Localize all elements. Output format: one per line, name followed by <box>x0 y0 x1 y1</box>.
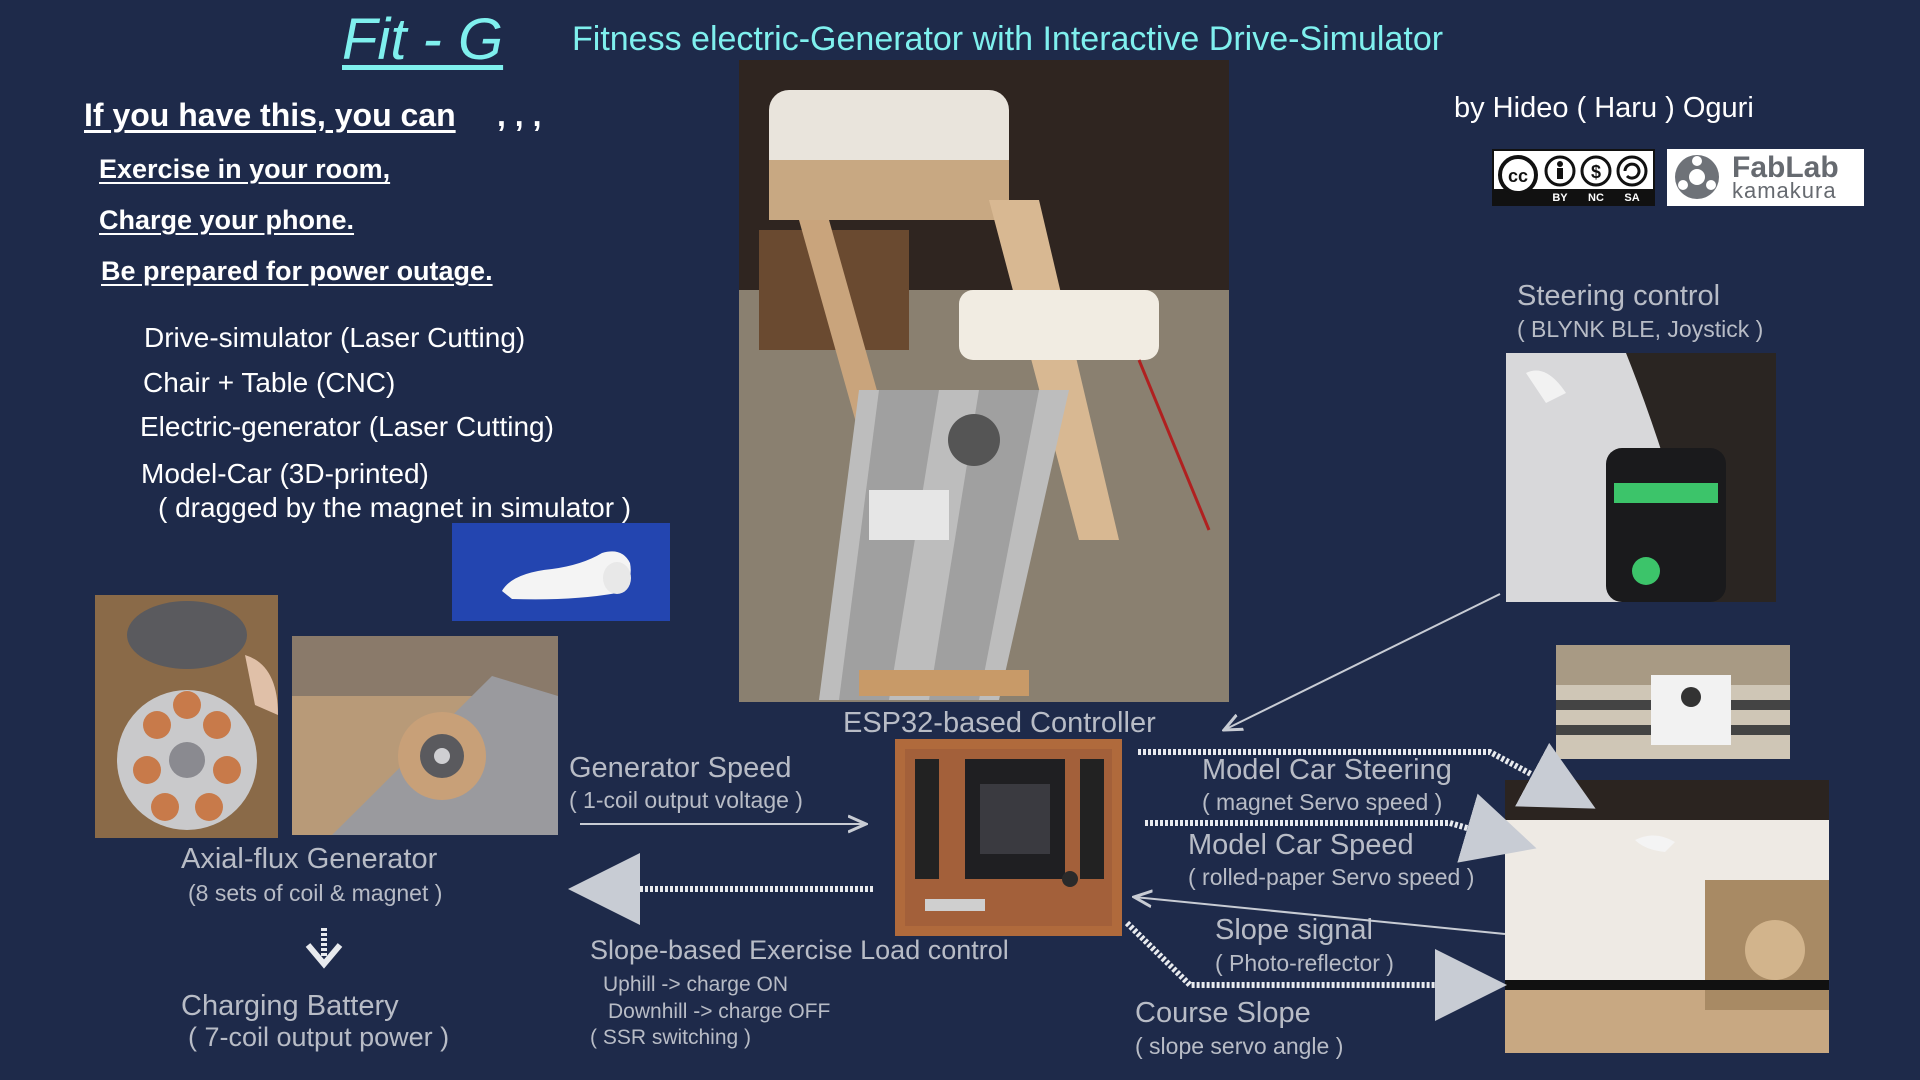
cc-term-by: BY <box>1552 192 1568 204</box>
cc-license-icon: cc $ BY NC SA <box>1494 151 1653 204</box>
model-car-steering-sub: ( magnet Servo speed ) <box>1202 789 1443 815</box>
downhill-rule: Downhill -> charge OFF <box>608 1000 831 1023</box>
drive-simulator-photo <box>1505 780 1829 1053</box>
ssr-switching-note: ( SSR switching ) <box>590 1026 752 1049</box>
author-credit: by Hideo ( Haru ) Oguri <box>1454 92 1754 124</box>
generator-speed-sub: ( 1-coil output voltage ) <box>569 787 803 813</box>
fablab-name: FabLab <box>1732 151 1839 184</box>
cc-license-badge[interactable]: cc $ BY NC SA <box>1492 149 1655 206</box>
bullet-charge: Charge your phone. <box>99 205 355 235</box>
course-slope-sub: ( slope servo angle ) <box>1135 1033 1344 1059</box>
fablab-logo-icon <box>1675 155 1719 199</box>
controller-label: ESP32-based Controller <box>843 707 1156 739</box>
cc-term-sa: SA <box>1624 192 1639 204</box>
bullet-outage: Be prepared for power outage. <box>101 256 493 286</box>
simulator-closeup-photo <box>1556 645 1790 759</box>
steering-control-title: Steering control <box>1517 280 1721 312</box>
steering-control-subtitle: ( BLYNK BLE, Joystick ) <box>1517 316 1764 342</box>
slope-signal-sub: ( Photo-reflector ) <box>1215 950 1394 976</box>
model-car-speed-title: Model Car Speed <box>1188 829 1414 861</box>
fablab-location: kamakura <box>1732 178 1837 203</box>
course-slope-title: Course Slope <box>1135 997 1311 1029</box>
model-car-speed-sub: ( rolled-paper Servo speed ) <box>1188 864 1475 890</box>
slope-signal-title: Slope signal <box>1215 914 1373 946</box>
charging-battery-sub: ( 7-coil output power ) <box>188 1022 450 1052</box>
intro-dots: , , , <box>497 97 542 133</box>
fitness-generator-main-photo <box>739 60 1229 702</box>
charging-battery-title: Charging Battery <box>181 990 399 1022</box>
steering-input-arrow <box>1224 593 1501 730</box>
part-electric-generator: Electric-generator (Laser Cutting) <box>140 411 554 442</box>
svg-text:cc: cc <box>1508 166 1528 186</box>
axial-flux-sub: (8 sets of coil & magnet ) <box>188 880 443 906</box>
part-chair-table: Chair + Table (CNC) <box>143 367 396 398</box>
part-model-car: Model-Car (3D-printed) <box>141 458 429 489</box>
model-car-photo <box>452 523 670 621</box>
steering-control-photo <box>1506 353 1776 602</box>
part-model-car-note: ( dragged by the magnet in simulator ) <box>158 492 632 523</box>
svg-text:$: $ <box>1591 162 1601 182</box>
axial-flux-coil-photo <box>95 595 278 838</box>
uphill-rule: Uphill -> charge ON <box>603 973 788 996</box>
intro-lead: If you have this, you can <box>84 97 456 133</box>
esp32-controller-photo <box>895 739 1122 936</box>
model-car-steering-title: Model Car Steering <box>1202 754 1452 786</box>
slope-load-control-title: Slope-based Exercise Load control <box>590 935 1009 965</box>
page-title: Fit - G <box>342 7 504 72</box>
cc-term-nc: NC <box>1588 192 1604 204</box>
generator-speed-label: Generator Speed <box>569 752 792 784</box>
part-drive-simulator: Drive-simulator (Laser Cutting) <box>144 322 526 353</box>
generator-mounted-photo <box>292 636 558 835</box>
charging-down-arrow-icon <box>305 928 343 969</box>
fablab-logo-badge[interactable] <box>1667 149 1864 206</box>
axial-flux-title: Axial-flux Generator <box>181 843 438 875</box>
page-subtitle: Fitness electric-Generator with Interact… <box>572 20 1444 58</box>
bullet-exercise: Exercise in your room, <box>99 154 391 184</box>
